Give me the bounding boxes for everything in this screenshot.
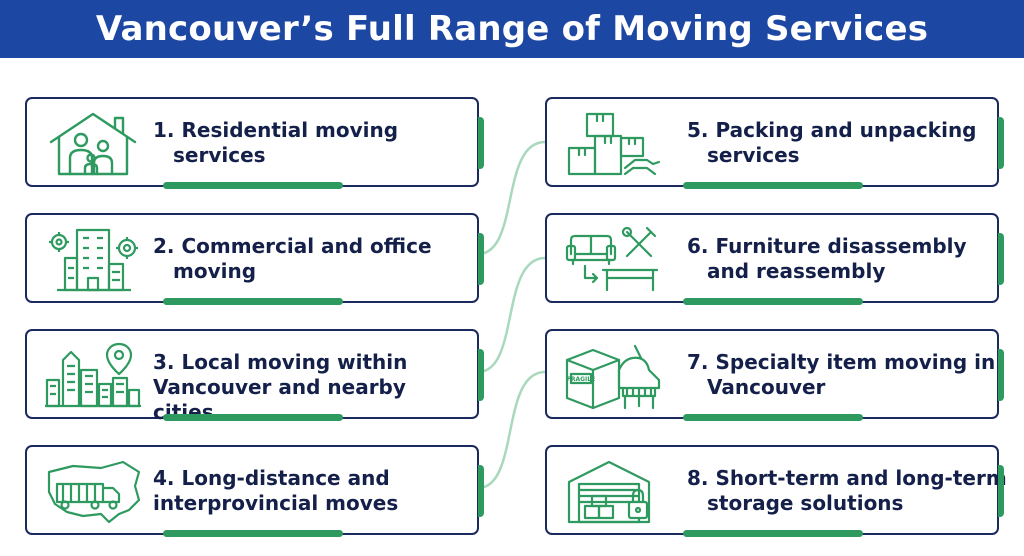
accent-bar <box>163 530 343 537</box>
accent-tab <box>998 233 1004 285</box>
accent-bar <box>683 530 863 537</box>
sofa-tools-table-icon <box>563 224 663 294</box>
service-card-specialty: FRAGILE 7. Specialty item moving in Vanc… <box>545 329 1004 421</box>
accent-tab <box>998 349 1004 401</box>
service-label: 6. Furniture disassembly and reassembly <box>687 234 967 283</box>
service-card-commercial: 2. Commercial and office moving <box>25 213 484 305</box>
service-label: 2. Commercial and office moving <box>153 234 432 283</box>
service-label: 8. Short-term and long-term storage solu… <box>687 466 1007 515</box>
accent-tab <box>998 465 1004 517</box>
office-building-gears-icon <box>43 224 143 294</box>
accent-tab <box>478 349 484 401</box>
service-label: 1. Residential moving services <box>153 118 399 167</box>
service-label: 7. Specialty item moving in Vancouver <box>687 350 996 399</box>
accent-bar <box>163 298 343 305</box>
service-card-long-distance: 4. Long-distance and interprovincial mov… <box>25 445 484 537</box>
accent-bar <box>683 298 863 305</box>
page-title: Vancouver’s Full Range of Moving Service… <box>95 9 929 49</box>
truck-map-icon <box>43 456 143 526</box>
accent-tab <box>478 117 484 169</box>
service-label: 4. Long-distance and interprovincial mov… <box>153 466 399 515</box>
service-label: 3. Local moving within Vancouver and nea… <box>153 350 408 424</box>
house-family-icon <box>43 108 143 178</box>
service-card-local: 3. Local moving within Vancouver and nea… <box>25 329 484 424</box>
accent-tab <box>478 465 484 517</box>
accent-tab <box>478 233 484 285</box>
accent-bar <box>683 182 863 189</box>
accent-tab <box>998 117 1004 169</box>
service-label: 5. Packing and unpacking services <box>687 118 977 167</box>
service-card-packing: 5. Packing and unpacking services <box>545 97 1004 189</box>
city-skyline-pin-icon <box>43 340 143 410</box>
accent-bar <box>163 182 343 189</box>
storage-garage-lock-icon <box>563 456 663 526</box>
boxes-hand-icon <box>563 108 663 178</box>
header-banner: Vancouver’s Full Range of Moving Service… <box>0 0 1024 58</box>
accent-bar <box>683 414 863 421</box>
fragile-box-piano-icon: FRAGILE <box>563 340 663 410</box>
fragile-text: FRAGILE <box>567 376 595 383</box>
service-card-furniture: 6. Furniture disassembly and reassembly <box>545 213 1004 305</box>
service-card-storage: 8. Short-term and long-term storage solu… <box>545 445 1007 537</box>
service-card-residential: 1. Residential moving services <box>25 97 484 189</box>
accent-bar <box>163 414 343 421</box>
